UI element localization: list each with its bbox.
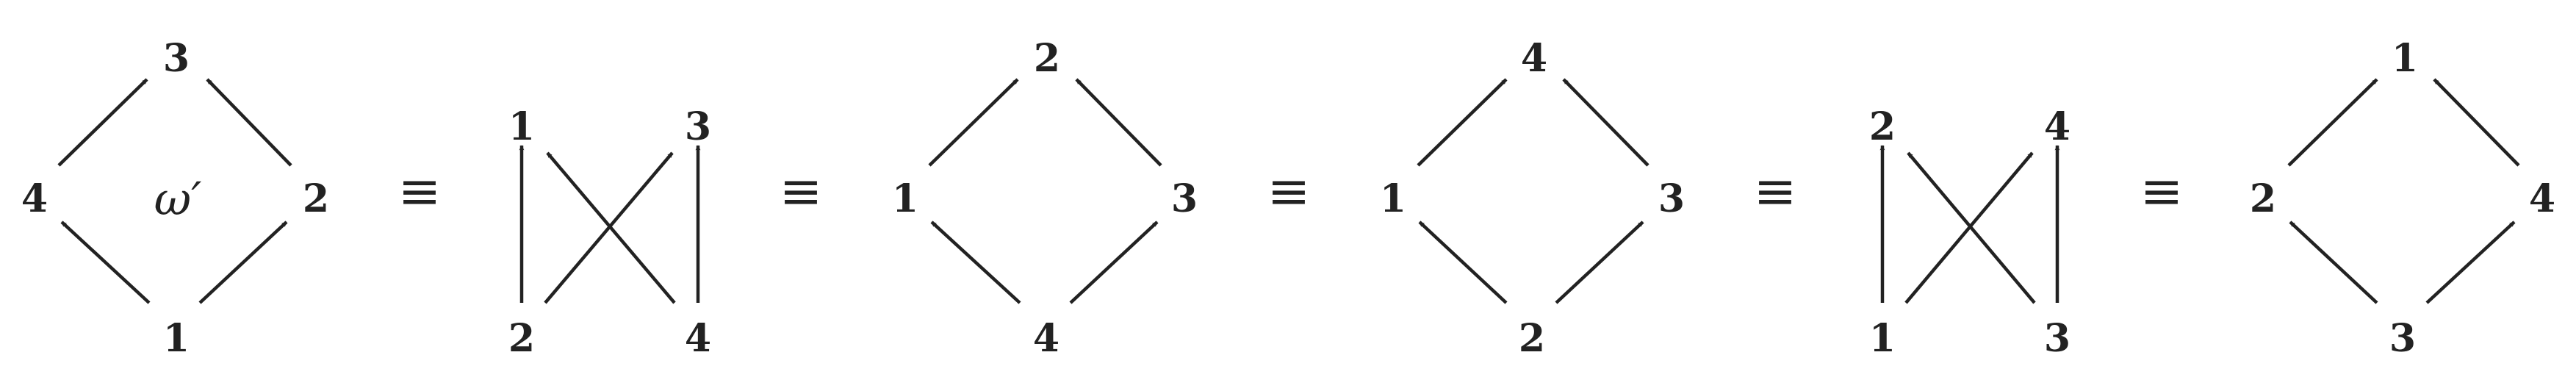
omega-prime-label: ω′ (154, 172, 202, 226)
node-left-label: 1 (892, 176, 918, 221)
edge-2-to-1 (1418, 221, 1508, 304)
edge-1-to-2 (928, 78, 1019, 167)
edge-4-to-1 (546, 151, 676, 304)
node-bottom-left-label: 2 (508, 316, 535, 361)
edge-1-to-2 (198, 221, 288, 304)
diagram-1-diamond: 3 4 2 1 ω′ (21, 36, 329, 361)
edge-3-to-2 (1907, 151, 2036, 304)
diagram-5-cross: 2 4 1 3 (1869, 104, 2070, 361)
edge-2-to-3 (206, 78, 292, 167)
equiv-symbol-2: ≡ (780, 161, 823, 221)
node-bottom-label: 2 (1519, 316, 1545, 361)
equiv-symbol-1: ≡ (398, 161, 442, 221)
node-left-label: 4 (21, 176, 48, 221)
node-top-label: 2 (1034, 36, 1060, 81)
edge-4-to-1 (930, 221, 1021, 304)
diagram-4-diamond: 4 1 3 2 (1380, 36, 1685, 361)
node-bottom-right-label: 3 (2044, 316, 2070, 361)
edge-1-to-4 (1904, 151, 2034, 304)
node-bottom-label: 3 (2389, 316, 2416, 361)
node-left-label: 2 (2250, 176, 2276, 221)
edge-3-to-4 (2425, 221, 2516, 304)
edge-3-to-4 (1562, 78, 1649, 167)
node-bottom-label: 1 (163, 316, 190, 361)
edge-2-to-3 (544, 151, 674, 304)
edge-3-to-2 (2289, 221, 2378, 304)
node-top-label: 3 (163, 36, 190, 81)
node-top-right-label: 3 (685, 104, 711, 149)
node-left-label: 1 (1380, 176, 1406, 221)
node-top-right-label: 4 (2044, 104, 2070, 149)
node-top-label: 4 (1521, 36, 1547, 81)
node-top-left-label: 2 (1869, 104, 1896, 149)
equiv-symbol-5: ≡ (2140, 161, 2184, 221)
edge-4-to-1 (2433, 78, 2520, 167)
equiv-symbol-4: ≡ (1754, 161, 1797, 221)
node-right-label: 3 (1171, 176, 1198, 221)
node-top-label: 1 (2392, 36, 2418, 81)
edge-1-to-4 (60, 221, 151, 304)
diagram-2-cross: 1 3 2 4 (508, 104, 711, 361)
node-right-label: 3 (1658, 176, 1685, 221)
edge-1-to-4 (1417, 78, 1508, 167)
diagram-6-diamond: 1 2 4 3 (2250, 36, 2555, 361)
edge-2-to-3 (1555, 221, 1644, 304)
node-right-label: 4 (2529, 176, 2555, 221)
edge-4-to-3 (57, 78, 148, 167)
node-right-label: 2 (303, 176, 329, 221)
node-bottom-left-label: 1 (1869, 316, 1896, 361)
node-bottom-right-label: 4 (685, 316, 711, 361)
edge-2-to-1 (2287, 78, 2378, 167)
edge-4-to-3 (1069, 221, 1159, 304)
equiv-symbol-3: ≡ (1267, 161, 1311, 221)
node-bottom-label: 4 (1033, 316, 1059, 361)
node-top-left-label: 1 (508, 104, 535, 149)
edge-3-to-2 (1075, 78, 1162, 167)
diagram-3-diamond: 2 1 3 4 (892, 36, 1198, 361)
